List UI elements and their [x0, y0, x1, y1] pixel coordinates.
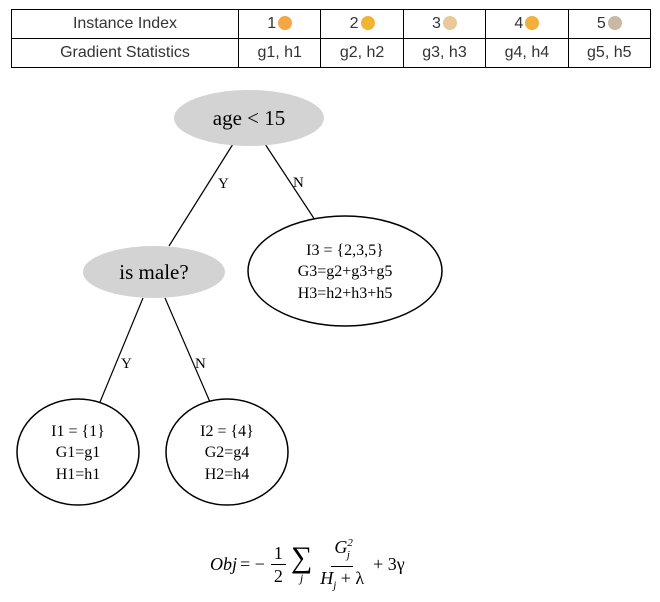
- grandma-icon: [607, 16, 622, 30]
- stats-cell-5: g5, h5: [567, 38, 652, 68]
- main-numerator: G2j: [331, 533, 353, 567]
- half-numerator: 1: [270, 543, 286, 565]
- objective-formula: Obj = − 1 2 ∑ j G2j Hj + λ + 3γ: [210, 534, 480, 594]
- edge-inner-no: [164, 297, 211, 403]
- instance-number: 2: [349, 15, 359, 32]
- instance-cell-2: 2: [320, 9, 404, 39]
- stats-cell-1: g1, h1: [237, 38, 322, 68]
- instance-number: 1: [267, 15, 277, 32]
- leaf-2-g: G2=g4: [205, 444, 250, 461]
- root-node: age < 15: [174, 90, 324, 146]
- instance-number: 5: [596, 15, 606, 32]
- inner-node-label: is male?: [119, 260, 188, 284]
- lambda-term: + λ: [340, 567, 365, 588]
- edge-label-root-no: N: [293, 175, 304, 191]
- leaf-1-set: I1 = {1}: [51, 423, 105, 440]
- leaf-3-g: G3=g2+g3+g5: [298, 263, 393, 280]
- leaf-3-h: H3=h2+h3+h5: [298, 285, 393, 302]
- row-header-gradient-statistics: Gradient Statistics: [11, 38, 239, 68]
- g-symbol: G: [334, 536, 348, 557]
- formula-lhs: Obj: [210, 553, 237, 574]
- edge-inner-yes: [99, 297, 144, 403]
- leaf-node-3: I3 = {2,3,5} G3=g2+g3+g5 H3=h2+h3+h5: [247, 215, 443, 327]
- instance-cell-1: 1: [237, 9, 322, 39]
- formula-equals: = −: [240, 553, 265, 574]
- root-node-label: age < 15: [213, 106, 286, 130]
- stats-cell-4: g4, h4: [485, 38, 569, 68]
- stats-cell-3: g3, h3: [402, 38, 487, 68]
- leaf-node-1: I1 = {1} G1=g1 H1=h1: [16, 398, 140, 506]
- row-header-instance-index: Instance Index: [11, 9, 239, 39]
- summation: ∑ j: [290, 541, 313, 585]
- formula-main-fraction: G2j Hj + λ: [317, 533, 367, 595]
- formula-half: 1 2: [270, 543, 286, 586]
- g-subscript: j: [346, 548, 350, 561]
- leaf-3-set: I3 = {2,3,5}: [306, 242, 384, 259]
- h-symbol: H: [320, 567, 334, 588]
- baby-icon: [278, 16, 293, 30]
- sum-index: j: [299, 571, 304, 585]
- instance-number: 3: [432, 15, 441, 32]
- instance-cell-3: 3: [402, 9, 487, 39]
- half-denominator: 2: [273, 565, 283, 586]
- main-denominator: Hj + λ: [317, 567, 367, 596]
- formula-tail: + 3γ: [373, 553, 405, 574]
- edge-root-no: [264, 143, 316, 221]
- instance-number: 4: [514, 15, 524, 32]
- leaf-node-2: I2 = {4} G2=g4 H2=h4: [165, 398, 289, 506]
- gradient-statistics-table: Instance Index 1 2 3 4 5 Gradient Statis…: [11, 9, 652, 68]
- edge-root-yes: [168, 143, 234, 247]
- edge-label-root-yes: Y: [218, 176, 229, 192]
- old-man-icon: [442, 16, 457, 30]
- sigma-symbol: ∑: [290, 541, 313, 574]
- edge-label-inner-no: N: [195, 356, 206, 372]
- edge-label-inner-yes: Y: [121, 356, 132, 372]
- leaf-1-g: G1=g1: [56, 444, 101, 461]
- leaf-1-h: H1=h1: [56, 466, 101, 483]
- gradient-statistics-row: Gradient Statistics g1, h1 g2, h2 g3, h3…: [11, 38, 652, 68]
- inner-node: is male?: [83, 246, 225, 298]
- h-subscript: j: [333, 579, 337, 592]
- woman-icon: [360, 16, 375, 30]
- girl-icon: [525, 16, 540, 30]
- instance-index-row: Instance Index 1 2 3 4 5: [11, 9, 652, 39]
- instance-cell-4: 4: [485, 9, 569, 39]
- leaf-2-h: H2=h4: [205, 466, 250, 483]
- g-superscript: 2: [347, 536, 353, 549]
- stats-cell-2: g2, h2: [320, 38, 404, 68]
- leaf-2-set: I2 = {4}: [200, 423, 254, 440]
